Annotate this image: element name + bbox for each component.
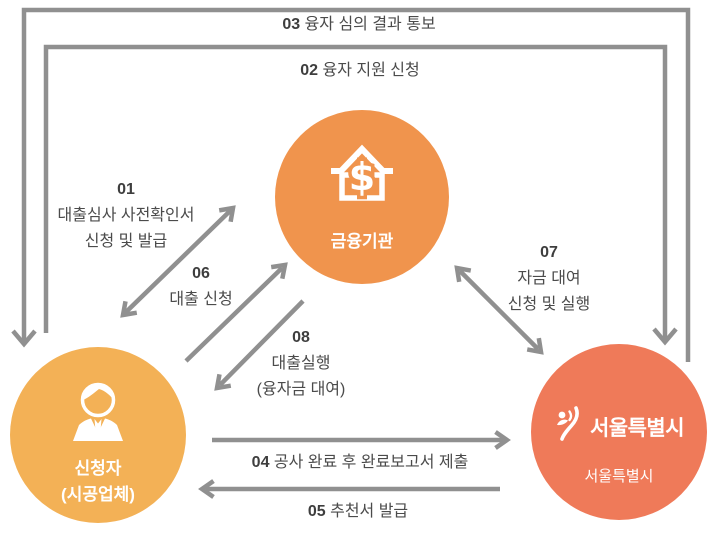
house-dollar-icon: $ [329,143,395,208]
step-02-label: 02 융자 지원 신청 [300,62,420,79]
arrow-07-fund-lending [454,265,544,355]
arrow-08-loan-execution [214,299,305,391]
step-03-label: 03 융자 심의 결과 통보 [282,16,436,33]
step-07-label: 07 자금 대여 신청 및 실행 [508,240,591,318]
node-financial-institution: $ 금융기관 [275,110,449,284]
node-seoul: 서울특별시 서울특별시 [531,344,707,520]
finance-node-label: 금융기관 [330,232,394,251]
seoul-brand-text: 서울특별시 [589,416,685,440]
person-icon [70,381,126,448]
arrow-03-result-notice [11,7,691,362]
step-06-number: 06 [192,265,210,282]
step-02-number: 02 [300,62,319,79]
seoul-logo-icon [554,406,584,447]
step-04-label: 04 공사 완료 후 완료보고서 제출 [251,454,469,471]
arrow-01-preconfirmation [120,205,236,318]
arrow-05-recommendation [198,479,500,499]
step-05-label: 05 추천서 발급 [307,503,409,520]
arrow-02-loan-application [43,44,678,346]
step-05-number: 05 [307,503,326,520]
step-01-number: 01 [117,181,135,198]
arrow-04-completion-report [212,430,511,450]
step-01-label: 01 대출심사 사전확인서 신청 및 발급 [58,177,195,255]
seoul-node-label: 서울특별시 [584,468,654,485]
step-08-label: 08 대출실행 (융자금 대여) [257,325,346,403]
node-applicant: 신청자 (시공업체) [10,347,186,523]
step-03-number: 03 [282,16,301,33]
arrow-06-loan-request [184,262,288,363]
step-04-number: 04 [251,454,270,471]
svg-text:$: $ [349,155,375,199]
step-06-label: 06 대출 신청 [169,261,232,313]
applicant-node-label: 신청자 (시공업체) [61,459,135,504]
step-07-number: 07 [540,244,558,261]
step-08-number: 08 [292,329,310,346]
